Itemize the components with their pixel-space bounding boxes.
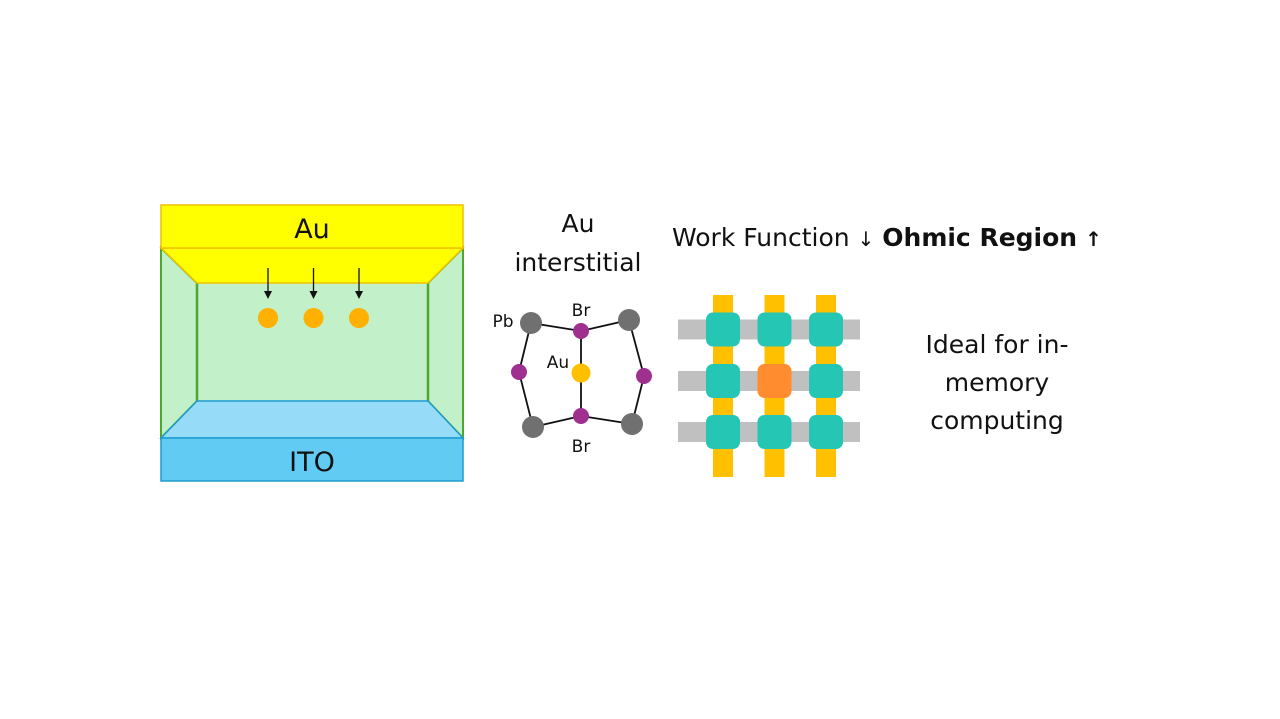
arrow-head-icon <box>264 291 272 299</box>
perovskite-back-wall <box>197 283 428 401</box>
crossbar-array <box>678 295 860 477</box>
ohmic-region-label: Ohmic Region <box>882 223 1078 252</box>
ito-electrode-label: ITO <box>289 447 335 478</box>
memory-cell <box>809 364 843 398</box>
pb-atom <box>621 413 643 435</box>
memory-cell <box>809 415 843 449</box>
memory-cell <box>757 415 792 449</box>
ito-electrode <box>160 437 464 482</box>
device-schematic: Au ITO <box>159 204 465 482</box>
au-electrode-label: Au <box>294 214 330 245</box>
br-atom <box>511 364 527 380</box>
au-particle <box>303 308 324 328</box>
work-function-label: Work Function <box>672 223 850 252</box>
br-atom <box>573 323 589 339</box>
au-interstitial-atom <box>571 363 591 383</box>
br-bottom-label: Br <box>572 437 591 457</box>
memory-cell <box>757 312 792 347</box>
br-top-label: Br <box>572 301 591 321</box>
au-particle <box>258 308 278 328</box>
pb-atom <box>520 312 542 334</box>
au-diffusion-group <box>258 268 369 328</box>
conclusion-line: computing <box>930 406 1064 435</box>
au-particle <box>349 308 369 328</box>
ohmic-region-up-arrow-icon: ↑ <box>1085 227 1102 251</box>
memory-cell <box>706 415 740 449</box>
memory-cell <box>809 312 843 347</box>
memory-cell <box>706 364 740 398</box>
conclusion-line: memory <box>944 368 1050 397</box>
conclusion-line: Ideal for in- <box>925 330 1069 359</box>
conclusion: Ideal for in- memory computing <box>897 326 1097 440</box>
work-function-down-arrow-icon: ↓ <box>857 227 875 251</box>
br-atom <box>636 368 652 384</box>
au-ceiling <box>159 247 465 284</box>
arrow-head-icon <box>309 291 318 299</box>
au-electrode <box>160 204 464 249</box>
pb-label: Pb <box>492 312 513 332</box>
structure-title-line1: Au <box>562 209 595 238</box>
structure-title-line2: interstitial <box>514 248 641 277</box>
crystal-structure: Au interstitial Pb Br Au Br <box>492 209 652 457</box>
memory-cell-selected <box>757 364 792 398</box>
arrow-head-icon <box>355 291 363 299</box>
ito-floor <box>159 400 465 439</box>
br-atom <box>573 408 589 424</box>
memory-cell <box>706 312 740 347</box>
pb-atom <box>618 309 640 331</box>
au-label: Au <box>547 353 569 373</box>
pb-atom <box>522 416 544 438</box>
headline: Work Function ↓ Ohmic Region ↑ <box>672 222 1102 255</box>
